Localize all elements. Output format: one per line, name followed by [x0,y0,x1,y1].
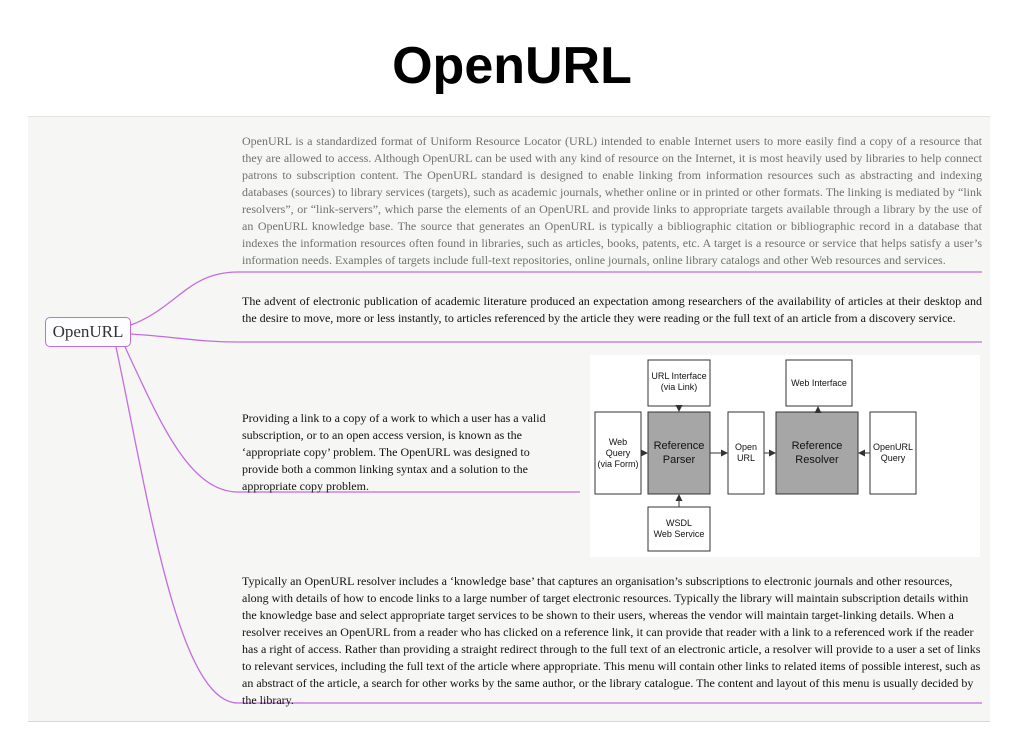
branch-line-2 [130,333,982,343]
reference-resolver-box [775,411,859,495]
web-query-label-3: (via Form) [598,459,639,469]
web-query-label-1: Web [609,437,627,447]
slide-title: OpenURL [392,37,632,95]
wsdl-label-1: WSDL [666,518,692,528]
url-interface-label-1: URL Interface [651,371,706,381]
branch-line-3 [124,346,580,493]
url-interface-box [647,359,711,407]
web-interface-label: Web Interface [791,378,847,388]
text-block-background: The advent of electronic publication of … [242,294,982,325]
open-url-label-2: URL [737,453,755,463]
text-block-resolver: Typically an OpenURL resolver includes a… [242,574,981,707]
wsdl-box [647,506,711,552]
reference-parser-label-1: Reference [654,440,705,452]
branch-line-4 [115,346,982,704]
root-node[interactable]: OpenURL [45,317,131,347]
architecture-diagram: URL Interface (via Link) Web Interface W… [590,355,980,557]
openurl-query-label-1: OpenURL [873,442,913,452]
wsdl-label-2: Web Service [654,529,705,539]
openurl-query-label-2: Query [881,453,906,463]
url-interface-label-2: (via Link) [661,382,698,392]
text-block-definition: OpenURL is a standardized format of Unif… [242,134,982,267]
web-query-label-2: Query [606,448,631,458]
open-url-box [727,411,765,495]
mindmap-panel: OpenURL OpenURL is a standardized format… [28,116,990,722]
mindmap-connectors [115,271,982,704]
reference-parser-label-2: Parser [663,454,696,466]
open-url-label-1: Open [735,442,757,452]
architecture-diagram-svg: URL Interface (via Link) Web Interface W… [594,359,917,552]
branch-line-1 [130,271,982,326]
reference-resolver-label-1: Reference [792,440,843,452]
text-block-appropriate-copy: Providing a link to a copy of a work to … [242,411,546,493]
reference-resolver-label-2: Resolver [795,454,839,466]
reference-parser-box [647,411,711,495]
web-query-box [594,411,642,495]
